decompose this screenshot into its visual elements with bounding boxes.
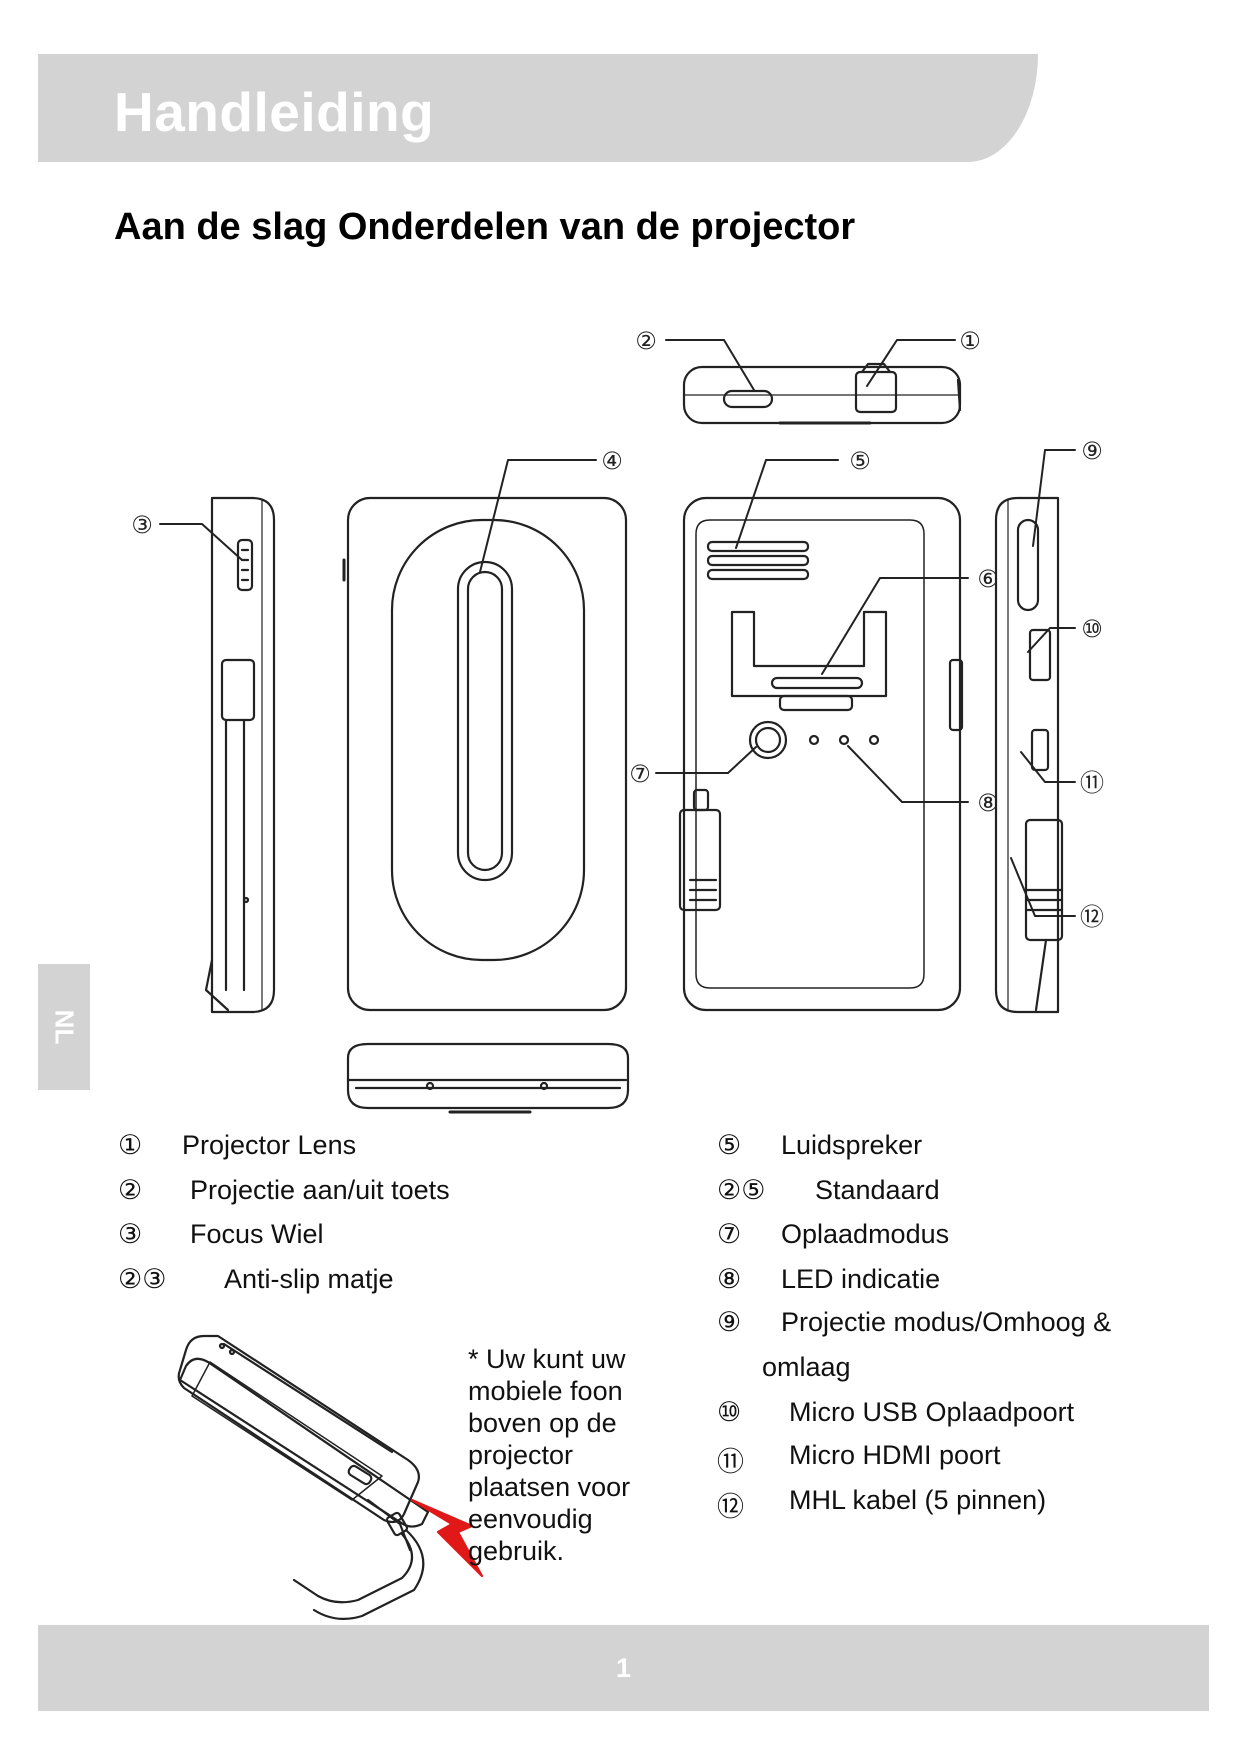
callout-2-top: ② <box>635 327 657 355</box>
callout-11: ⑪ <box>1080 769 1104 797</box>
legend-item-led-indicator: ⑧ LED indicatie <box>717 1264 941 1294</box>
legend-item-anti-slip: ②③ Anti-slip matje <box>118 1264 394 1294</box>
callout-1: ① <box>959 327 981 355</box>
callout-10: ⑩ <box>1081 615 1103 643</box>
callout-4: ④ <box>601 447 623 475</box>
legend-item-power-button: ② Projectie aan/uit toets <box>118 1175 450 1205</box>
callout-7: ⑦ <box>629 760 651 788</box>
legend-item-projection-mode-cont: omlaag <box>762 1352 851 1382</box>
callout-9: ⑨ <box>1081 437 1103 465</box>
footer-band: 1 <box>38 1625 1209 1711</box>
projector-bottom-view <box>346 1042 630 1114</box>
legend-item-micro-usb: ⑩ Micro USB Oplaadpoort <box>717 1397 1075 1427</box>
legend-item-charging-mode: ⑦ Oplaadmodus <box>717 1219 950 1249</box>
phone-placement-note: * Uw kunt uw mobiele foon boven op de pr… <box>468 1344 631 1566</box>
legend-item-mhl-cable: ⑫ MHL kabel (5 pinnen) <box>717 1485 1047 1522</box>
page-number: 1 <box>615 1653 632 1683</box>
section-title: Aan de slag Onderdelen van de projector <box>114 206 856 248</box>
language-tab: NL <box>38 964 90 1090</box>
legend-item-speaker: ⑤ Luidspreker <box>717 1130 923 1160</box>
projector-right-side-view <box>994 496 1064 1014</box>
phone-on-projector-illustration <box>177 1334 484 1621</box>
projector-front-view <box>342 496 628 1012</box>
callout-8: ⑧ <box>977 789 999 817</box>
legend-item-stand: ②⑤ Standaard <box>717 1175 940 1205</box>
legend-item-micro-hdmi: ⑪ Micro HDMI poort <box>717 1440 1001 1477</box>
projector-left-side-view <box>204 496 276 1014</box>
header-band <box>38 54 1038 162</box>
callout-leader-lines <box>159 339 1076 917</box>
legend-item-projection-mode: ⑨ Projectie modus/Omhoog & <box>717 1307 1112 1337</box>
callout-numbers: ② ① ③ ④ ⑤ ⑥ ⑦ ⑧ ⑨ ⑩ ⑪ ⑫ <box>131 327 1104 931</box>
callout-5: ⑤ <box>849 447 871 475</box>
projector-back-view <box>678 496 964 1012</box>
legend-item-focus-wheel: ③ Focus Wiel <box>118 1219 324 1249</box>
legend-item-projector-lens: ① Projector Lens <box>118 1130 357 1160</box>
callout-6: ⑥ <box>977 565 999 593</box>
callout-12: ⑫ <box>1080 903 1104 931</box>
callout-3: ③ <box>131 511 153 539</box>
projector-top-view <box>682 362 962 425</box>
page-title: Handleiding <box>114 81 435 143</box>
